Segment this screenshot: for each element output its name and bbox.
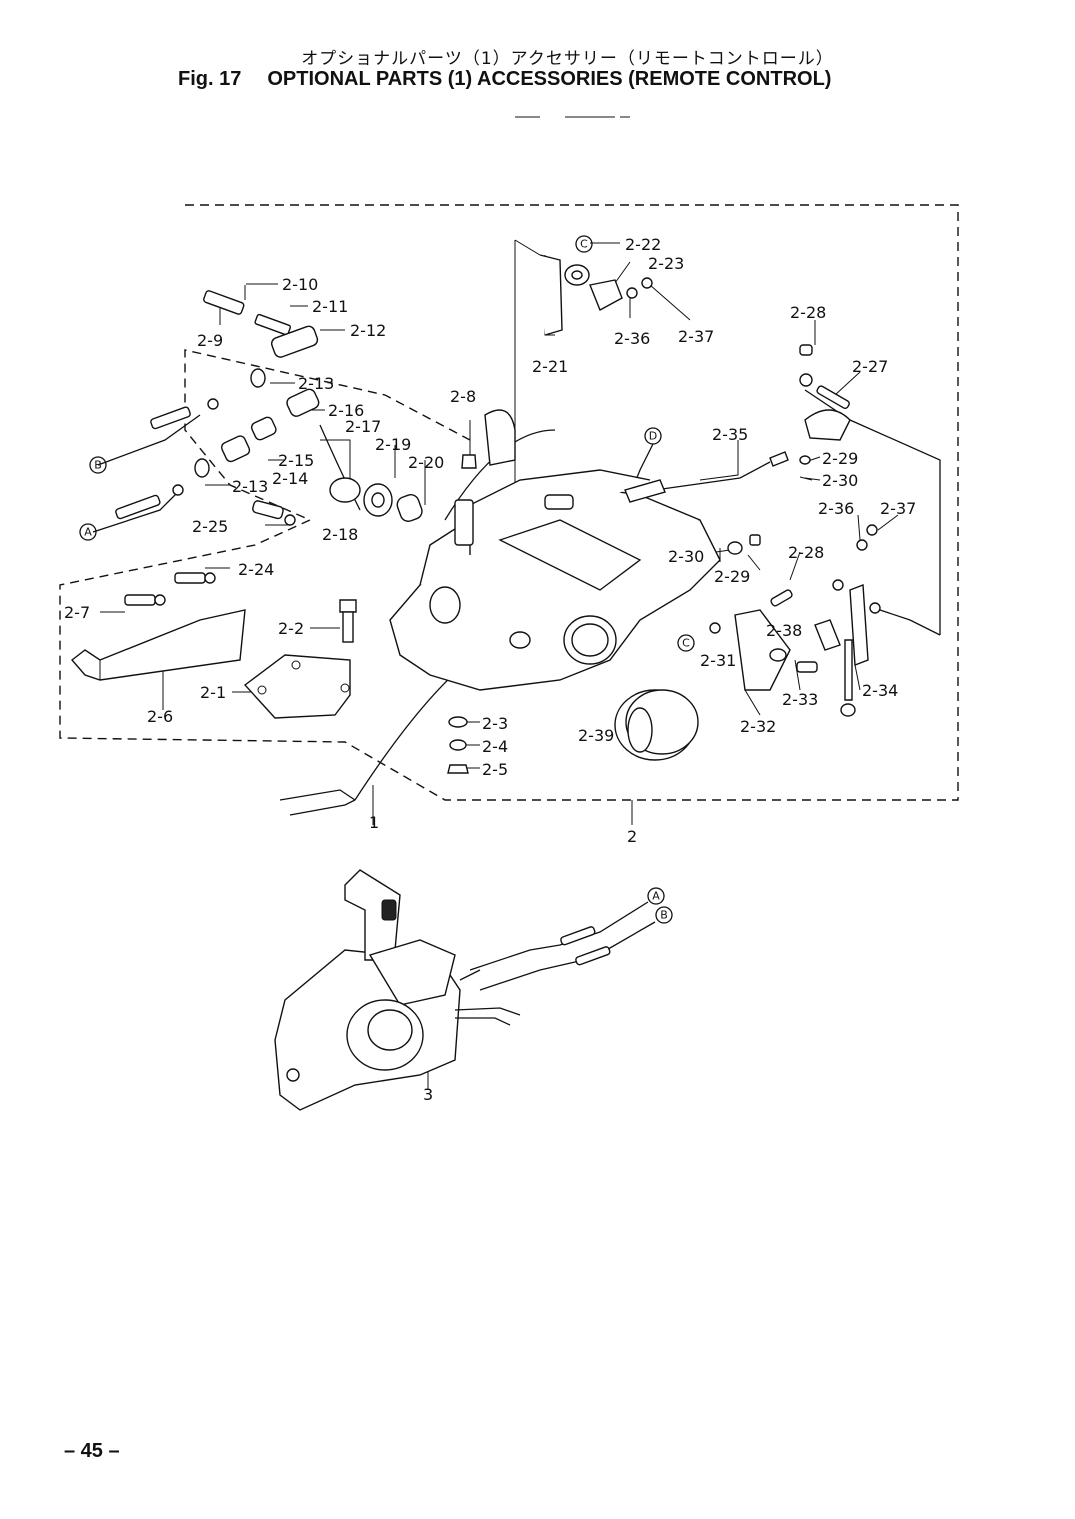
callout-a-lower: A xyxy=(647,887,665,905)
label-2-13-b: 2-13 xyxy=(232,477,268,496)
washer-2-13-b xyxy=(194,458,210,478)
label-2-9: 2-9 xyxy=(197,331,223,350)
linkage-2-14-2-20 xyxy=(220,388,423,526)
plate-2-1 xyxy=(243,654,351,719)
callout-c-top: C xyxy=(575,235,593,253)
label-2-5: 2-5 xyxy=(482,760,508,779)
japanese-title: オプショナルパーツ（1）アクセサリー（リモートコントロール） xyxy=(301,49,834,69)
svg-text:B: B xyxy=(660,909,668,922)
label-2-34: 2-34 xyxy=(862,681,898,700)
label-2-6: 2-6 xyxy=(147,707,173,726)
svg-text:C: C xyxy=(682,637,690,650)
svg-text:B: B xyxy=(94,459,102,472)
svg-text:C: C xyxy=(580,238,588,251)
label-2-3: 2-3 xyxy=(482,714,508,733)
page-number: – 45 – xyxy=(64,1440,120,1462)
rods-a-b xyxy=(115,398,219,520)
control-housing xyxy=(389,409,721,691)
label-2-16: 2-16 xyxy=(328,401,364,420)
label-2-7: 2-7 xyxy=(64,603,90,622)
label-2-28-b: 2-28 xyxy=(788,543,824,562)
linkage-2-9-2-12 xyxy=(203,285,319,358)
label-2-29-a: 2-29 xyxy=(822,449,858,468)
callout-b-upper: B xyxy=(89,456,107,474)
label-2-4: 2-4 xyxy=(482,737,508,756)
cap-2-39 xyxy=(614,689,699,761)
control-cables xyxy=(469,901,656,991)
washer-2-13-a xyxy=(250,368,266,388)
label-2-35: 2-35 xyxy=(712,425,748,444)
label-3: 3 xyxy=(423,1085,433,1104)
label-2: 2 xyxy=(627,827,637,846)
label-2-14: 2-14 xyxy=(272,469,308,488)
figure-number: Fig. 17 xyxy=(178,68,242,90)
figure-title: Fig. 17 OPTIONAL PARTS (1) ACCESSORIES (R… xyxy=(178,68,831,91)
figure-caption: OPTIONAL PARTS (1) ACCESSORIES (REMOTE C… xyxy=(267,68,832,90)
callout-c-right: C xyxy=(677,634,695,652)
label-2-37-a: 2-37 xyxy=(678,327,714,346)
washer-2-4 xyxy=(449,739,467,751)
label-2-30-b: 2-30 xyxy=(668,547,704,566)
callout-d-top: D xyxy=(644,427,662,445)
label-2-32: 2-32 xyxy=(740,717,776,736)
label-2-36-b: 2-36 xyxy=(818,499,854,518)
label-2-22: 2-22 xyxy=(625,235,661,254)
label-2-18: 2-18 xyxy=(322,525,358,544)
svg-text:A: A xyxy=(84,526,92,539)
parts-2-27-2-34 xyxy=(709,344,881,717)
label-2-24: 2-24 xyxy=(238,560,274,579)
label-2-37-b: 2-37 xyxy=(880,499,916,518)
label-2-36-a: 2-36 xyxy=(614,329,650,348)
label-2-15: 2-15 xyxy=(278,451,314,470)
washer-2-3 xyxy=(448,716,468,728)
label-2-1: 2-1 xyxy=(200,683,226,702)
knob-2-8 xyxy=(461,454,477,469)
svg-text:D: D xyxy=(649,430,657,443)
label-2-21: 2-21 xyxy=(532,357,568,376)
svg-text:A: A xyxy=(652,890,660,903)
label-2-23: 2-23 xyxy=(648,254,684,273)
label-2-25: 2-25 xyxy=(192,517,228,536)
label-2-17: 2-17 xyxy=(345,417,381,436)
label-2-30-a: 2-30 xyxy=(822,471,858,490)
remote-control-box-3 xyxy=(274,869,521,1111)
nut-2-5 xyxy=(447,764,469,774)
label-2-11: 2-11 xyxy=(312,297,348,316)
callout-b-lower: B xyxy=(655,906,673,924)
label-2-8: 2-8 xyxy=(450,387,476,406)
label-2-13-a: 2-13 xyxy=(298,374,334,393)
screws-2-7-2-24 xyxy=(124,572,216,606)
parts-2-21-2-23 xyxy=(539,254,653,336)
callout-a-upper: A xyxy=(79,523,97,541)
label-2-19: 2-19 xyxy=(375,435,411,454)
label-2-12: 2-12 xyxy=(350,321,386,340)
label-2-38: 2-38 xyxy=(766,621,802,640)
bracket-2-6 xyxy=(70,609,246,681)
label-2-27: 2-27 xyxy=(852,357,888,376)
label-2-28-a: 2-28 xyxy=(790,303,826,322)
bolt-2-2 xyxy=(339,599,357,643)
label-2-20: 2-20 xyxy=(408,453,444,472)
label-2-39: 2-39 xyxy=(578,726,614,745)
part-labels: 2-10 2-11 2-9 2-12 2-13 2-16 2-17 2-19 2… xyxy=(64,235,916,1104)
label-2-2: 2-2 xyxy=(278,619,304,638)
label-2-31: 2-31 xyxy=(700,651,736,670)
label-2-33: 2-33 xyxy=(782,690,818,709)
label-2-10: 2-10 xyxy=(282,275,318,294)
label-2-29-b: 2-29 xyxy=(714,567,750,586)
label-1: 1 xyxy=(369,813,379,832)
